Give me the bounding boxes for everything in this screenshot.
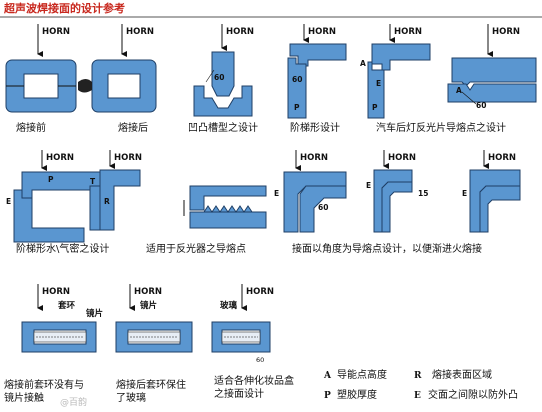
fig-step-hermetic: HORN P E 阶梯形水\气密之设计 [6,150,113,255]
fig-cosmetic-box: HORN 玻璃 60 适合各伸化妆品盒 之接面设计 [211,284,294,400]
fig-serrated: 适用于反光器之导熔点 [146,185,267,255]
letter-a: A [360,59,366,68]
caption-ring-before-2: 镜片接触 [4,391,44,404]
dim-60: 60 [318,203,328,212]
legend-key-p: P [324,391,331,401]
fig-angled-lead: HORN 15 E 接面以角度为导熔点设计，以便渐进火熔接 [292,150,482,255]
fig-angled-right: HORN E [462,150,521,233]
caption-tongue-groove: 凹凸槽型之设计 [188,121,258,134]
horn-label: HORN [46,153,74,163]
fig-angled-joint: HORN 60 E [274,150,347,233]
letter-e: E [366,181,371,190]
page-title: 超声波焊接面的设计参考 [3,1,125,15]
dim-60: 60 [214,73,224,82]
watermark: @百韵 [60,396,87,408]
letter-p: P [294,103,300,112]
caption-ring-after-2: 了玻璃 [116,391,146,404]
letter-r: R [104,197,110,206]
legend: A 导能点高度 R 熔接表面区域 P 塑胶厚度 E 交面之间隙以防外凸 [323,368,518,401]
fig-ring-before: HORN 套环 镜片 熔接前套环没有与 镜片接触 [4,284,103,404]
fig-tail-lamp: HORN A E P 汽车后灯反光片导熔点之设计 [360,24,506,134]
fig-reflector-director: HORN A 60 [447,24,537,110]
dim-60: 60 [256,356,264,364]
fig-reflector-lead: HORN R T [89,150,142,231]
legend-text-e: 交面之间隙以防外凸 [428,388,518,401]
horn-label: HORN [488,153,516,163]
horn-label: HORN [114,153,142,163]
caption-serrated: 适用于反光器之导熔点 [146,242,246,255]
legend-key-e: E [414,391,421,401]
legend-key-a: A [323,371,332,381]
horn-label: HORN [42,287,70,297]
label-ring: 套环 [58,300,76,311]
horn-label: HORN [308,27,336,37]
caption-cosmetic-1: 适合各伸化妆品盒 [214,374,294,387]
dim-60: 60 [292,75,302,84]
caption-after-weld: 熔接后 [118,121,148,134]
letter-p: P [372,103,378,112]
caption-tail-lamp: 汽车后灯反光片导熔点之设计 [376,121,506,134]
legend-key-r: R [414,371,422,381]
fig-after-weld: HORN 熔接后 [78,24,157,134]
caption-step-joint: 阶梯形设计 [290,121,340,134]
caption-before-weld: 熔接前 [16,121,46,134]
horn-label: HORN [126,27,154,37]
letter-t: T [90,177,96,186]
fig-before-weld: HORN 熔接前 [5,24,77,134]
caption-angled: 接面以角度为导熔点设计，以便渐进火熔接 [292,242,482,255]
caption-ring-after-1: 熔接后套环保住 [116,378,186,391]
label-lens-2: 镜片 [140,300,157,311]
dim-15: 15 [418,189,428,198]
fig-ring-after: HORN 镜片 熔接后套环保住 了玻璃 [115,284,193,404]
fig-step-joint: HORN 60 P 阶梯形设计 [287,24,347,134]
horn-label: HORN [492,27,520,37]
letter-a: A [456,86,462,95]
horn-label: HORN [42,27,70,37]
letter-e: E [6,197,11,206]
horn-label: HORN [300,153,328,163]
legend-text-p: 塑胶厚度 [337,388,377,401]
horn-label: HORN [246,287,274,297]
letter-e: E [376,79,381,88]
dim-60: 60 [476,101,486,110]
caption-cosmetic-2: 之接面设计 [214,387,264,400]
letter-e: E [462,189,467,198]
letter-e: E [274,189,279,198]
legend-text-a: 导能点高度 [337,368,387,381]
horn-label: HORN [388,153,416,163]
horn-label: HORN [394,27,422,37]
horn-label: HORN [226,27,254,37]
label-glass: 玻璃 [220,300,238,311]
horn-label: HORN [134,287,162,297]
legend-text-r: 熔接表面区域 [432,368,492,381]
letter-p: P [48,175,54,184]
label-lens: 镜片 [86,308,103,319]
caption-step-hermetic: 阶梯形水\气密之设计 [16,242,109,255]
caption-ring-before-1: 熔接前套环没有与 [4,378,84,391]
fig-tongue-groove: HORN 60 凹凸槽型之设计 [188,24,258,134]
